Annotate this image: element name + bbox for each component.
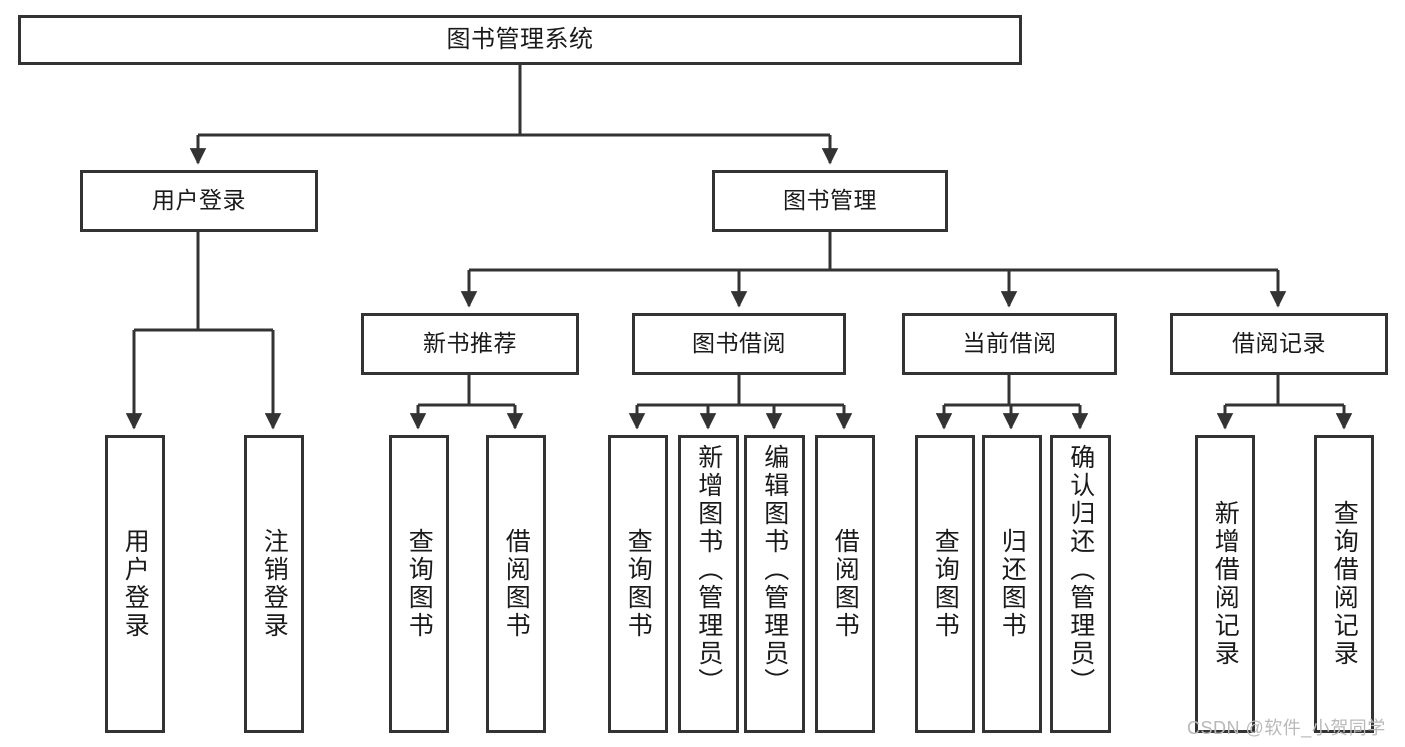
node-label: 注销登录 [260,528,289,640]
leaf-user-login[interactable]: 用户登录 [105,435,165,733]
node-label: 新书推荐 [423,330,517,357]
node-label: 新增图书（管理员） [694,444,723,696]
leaf-borrow-book-recommend[interactable]: 借阅图书 [486,435,546,733]
node-label: 借阅图书 [502,528,531,640]
node-user-login[interactable]: 用户登录 [80,170,318,232]
node-label: 查询借阅记录 [1330,500,1359,668]
leaf-edit-book-admin[interactable]: 编辑图书（管理员） [744,435,805,733]
node-label: 用户登录 [152,187,246,214]
leaf-confirm-return-admin[interactable]: 确认归还（管理员） [1050,435,1111,733]
node-label: 新增借阅记录 [1211,500,1240,668]
node-label: 图书管理 [783,187,877,214]
node-label: 查询图书 [405,528,434,640]
leaf-add-borrow-record[interactable]: 新增借阅记录 [1195,435,1255,733]
node-label: 用户登录 [121,528,150,640]
leaf-borrow-book-borrow[interactable]: 借阅图书 [815,435,875,733]
node-label: 借阅记录 [1232,330,1326,357]
leaf-query-book-recommend[interactable]: 查询图书 [389,435,449,733]
node-label: 查询图书 [624,528,653,640]
node-label: 当前借阅 [962,330,1057,357]
node-book-borrow[interactable]: 图书借阅 [632,313,846,375]
leaf-query-borrow-record[interactable]: 查询借阅记录 [1314,435,1374,733]
node-root-book-management-system[interactable]: 图书管理系统 [18,15,1022,65]
node-label: 图书借阅 [692,330,786,357]
leaf-query-book-current[interactable]: 查询图书 [915,435,975,733]
leaf-return-book[interactable]: 归还图书 [982,435,1042,733]
leaf-user-logout[interactable]: 注销登录 [244,435,304,733]
node-label: 查询图书 [931,528,960,640]
node-label: 确认归还（管理员） [1066,444,1095,696]
node-book-manage[interactable]: 图书管理 [712,170,948,232]
node-current-borrow[interactable]: 当前借阅 [902,313,1117,375]
watermark-text: CSDN @软件_小贺同学 [1187,718,1386,738]
node-new-book-recommend[interactable]: 新书推荐 [361,313,579,375]
leaf-add-book-admin[interactable]: 新增图书（管理员） [678,435,739,733]
node-label: 编辑图书（管理员） [760,444,789,696]
node-borrow-record[interactable]: 借阅记录 [1170,313,1388,375]
node-label: 借阅图书 [831,528,860,640]
node-label: 图书管理系统 [446,25,594,53]
leaf-query-book-borrow[interactable]: 查询图书 [608,435,668,733]
node-label: 归还图书 [998,528,1027,640]
